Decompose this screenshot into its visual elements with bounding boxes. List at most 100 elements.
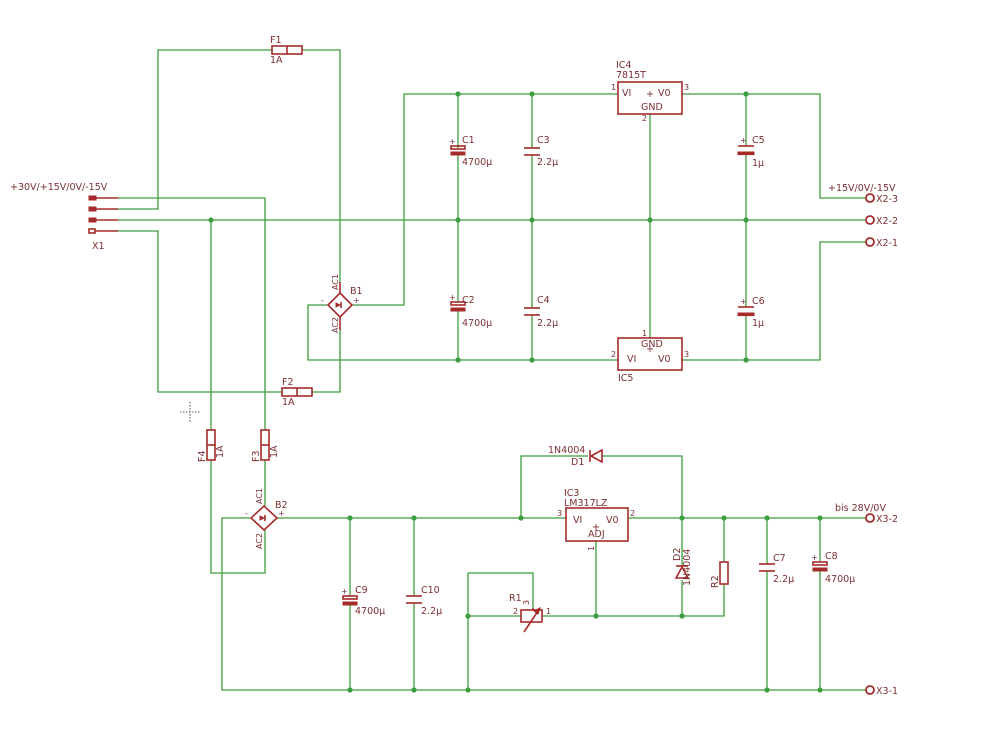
b1-ac2: AC2	[331, 317, 340, 333]
capacitor-c4: C4 2.2µ	[524, 295, 558, 329]
ic3-vo: V0	[606, 515, 619, 526]
ic3-value: LM317LZ	[564, 498, 608, 509]
ic5-vi: VI	[627, 354, 636, 365]
capacitor-c3: C3 2.2µ	[524, 135, 558, 168]
ic5-pin2: 2	[611, 350, 616, 359]
c9-name: C9	[355, 585, 368, 596]
f4-value: 1A	[215, 445, 226, 458]
c9-value: 4700µ	[355, 606, 385, 617]
d2-name: D2	[672, 548, 683, 561]
x3-voltage-label: bis 28V/0V	[835, 503, 886, 514]
bridge-rectifier-b1: B1 AC1 AC2 + -	[321, 274, 363, 333]
ic3-pin3: 3	[557, 509, 562, 518]
b1-ac1: AC1	[331, 274, 340, 290]
b1-plus: +	[353, 296, 360, 305]
c5-value: 1µ	[752, 158, 764, 169]
b1-minus: -	[321, 296, 324, 305]
c2-value: 4700µ	[462, 318, 492, 329]
x2-voltage-label: +15V/0V/-15V	[828, 183, 896, 194]
ic4-vi: VI	[622, 88, 631, 99]
r2-name: R2	[710, 575, 721, 588]
b2-plus: +	[278, 509, 285, 518]
c8-name: C8	[825, 551, 838, 562]
d1-value: 1N4004	[548, 445, 585, 456]
r1-pin1: 1	[546, 607, 551, 616]
b2-ac1: AC1	[255, 488, 264, 504]
c1-plus: +	[449, 137, 456, 146]
potentiometer-r1: R1 2 1 3	[509, 593, 551, 633]
c6-plus: +	[740, 297, 747, 306]
c2-plus: +	[449, 293, 456, 302]
regulator-ic4: IC4 7815T VI V0 GND + 1 2 3	[611, 60, 689, 123]
fuse-f1: F1 1A	[270, 35, 303, 66]
x2-2-label: X2-2	[876, 216, 898, 227]
c10-name: C10	[421, 585, 440, 596]
resistor-r2: R2	[710, 561, 729, 588]
c7-value: 2.2µ	[773, 574, 794, 585]
c5-name: C5	[752, 135, 765, 146]
regulator-ic5: GND VI V0 + IC5 1 2 3	[611, 329, 689, 384]
ic3-pin1: 1	[587, 546, 596, 551]
connector-x1: +30V/+15V/0V/-15V X1	[10, 182, 118, 252]
ic5-gnd: GND	[641, 339, 663, 350]
c6-name: C6	[752, 296, 765, 307]
f1-value: 1A	[270, 55, 283, 66]
capacitor-c2: + C2 4700µ	[449, 293, 492, 329]
c5-plus: +	[740, 136, 747, 145]
fuse-f4: F4 1A	[197, 429, 226, 462]
f2-name: F2	[282, 377, 294, 388]
x2-1-label: X2-1	[876, 238, 898, 249]
x1-pins	[88, 195, 118, 234]
capacitor-c6: + C6 1µ	[737, 296, 765, 329]
c1-name: C1	[462, 135, 475, 146]
c8-plus: +	[811, 553, 818, 562]
capacitor-c1: + C1 4700µ	[449, 135, 492, 168]
x2-3-label: X2-3	[876, 194, 898, 205]
ic5-vo: V0	[658, 354, 671, 365]
b2-ac2: AC2	[255, 533, 264, 549]
b1-name: B1	[350, 286, 363, 297]
c7-name: C7	[773, 553, 786, 564]
x3-1-label: X3-1	[876, 686, 898, 697]
regulator-ic3: IC3 LM317LZ VI V0 ADJ + 3 2 1	[557, 488, 635, 551]
f4-name: F4	[197, 450, 208, 462]
f2-value: 1A	[282, 397, 295, 408]
capacitor-c8: + C8 4700µ	[811, 551, 855, 585]
ic4-name: IC4	[616, 60, 631, 71]
x1-name: X1	[92, 241, 105, 252]
capacitor-c7: C7 2.2µ	[759, 553, 794, 585]
r1-pin2: 2	[513, 607, 518, 616]
c3-name: C3	[537, 135, 550, 146]
c9-plus: +	[341, 587, 348, 596]
c3-value: 2.2µ	[537, 157, 558, 168]
c10-value: 2.2µ	[421, 606, 442, 617]
b2-name: B2	[275, 500, 288, 511]
f3-name: F3	[251, 450, 262, 462]
c4-name: C4	[537, 295, 550, 306]
b2-minus: -	[245, 509, 248, 518]
d1-name: D1	[571, 457, 584, 468]
ic3-pin2: 2	[630, 509, 635, 518]
ic4-pin2: 2	[642, 114, 647, 123]
capacitor-c9: + C9 4700µ	[341, 585, 385, 617]
ic4-vo: V0	[658, 88, 671, 99]
ic3-vi: VI	[573, 515, 582, 526]
x1-voltage-label: +30V/+15V/0V/-15V	[10, 182, 108, 193]
capacitor-c5: + C5 1µ	[737, 135, 765, 169]
ic3-name: IC3	[564, 488, 579, 499]
r1-pin3: 3	[522, 600, 531, 605]
ic4-pin3: 3	[684, 83, 689, 92]
ic5-origin-mark: +	[646, 344, 654, 355]
f1-name: F1	[270, 35, 282, 46]
ic4-pin1: 1	[611, 83, 616, 92]
ic3-origin-mark: +	[592, 522, 600, 533]
diode-d2: D2 1N4004	[672, 548, 693, 586]
junctions	[208, 91, 823, 693]
ic3-adj: ADJ	[588, 529, 605, 540]
crosshair-cursor-icon	[180, 402, 200, 422]
connector-x2: +15V/0V/-15V X2-3 X2-2 X2-1	[828, 183, 898, 249]
ic4-value: 7815T	[616, 70, 646, 81]
fuse-f3: F3 1A	[251, 429, 280, 462]
f3-value: 1A	[269, 445, 280, 458]
